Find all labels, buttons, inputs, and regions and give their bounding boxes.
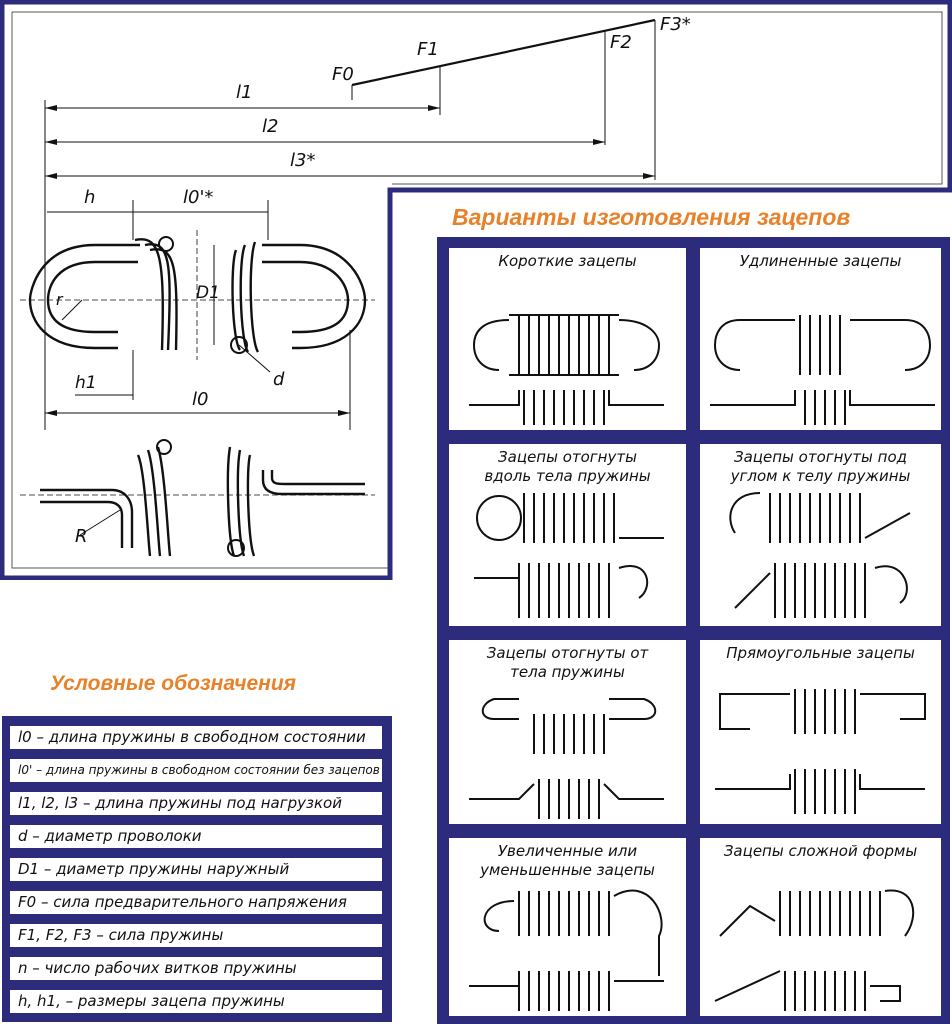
variant-label: Увеличенные или уменьшенные зацепы <box>480 842 655 879</box>
variant-label: Зацепы сложной формы <box>723 842 918 860</box>
variant-long-hooks: Удлиненные зацепы <box>696 244 945 434</box>
force-label-f1: F1 <box>417 39 439 60</box>
variant-short-hooks-drawing <box>469 314 664 425</box>
legend-row-h: h, h1, – размеры зацепа пружины <box>8 988 384 1015</box>
force-label-f0: F0 <box>332 64 354 85</box>
dim-d1: D1 <box>196 283 220 303</box>
variant-label: Короткие зацепы <box>498 252 637 270</box>
legend-row-F0: F0 – сила предварительного напряжения <box>8 889 384 916</box>
variant-along-body-drawing <box>474 493 664 618</box>
variant-label: Прямоугольные зацепы <box>726 644 915 662</box>
legend-row-D1: D1 – диаметр пружины наружный <box>8 856 384 883</box>
dim-h1: h1 <box>75 373 97 393</box>
variant-label: Зацепы отогнуты под углом к телу пружины <box>730 448 911 485</box>
legend-row-d: d – диаметр проволоки <box>8 823 384 850</box>
variant-label: Зацепы отогнуты вдоль тела пружины <box>484 448 651 485</box>
length-label-l2: l2 <box>262 116 278 137</box>
variant-label: Удлиненные зацепы <box>739 252 902 270</box>
legend-row-l0: l0 – длина пружины в свободном состоянии <box>8 724 384 751</box>
variant-hooks-along-body: Зацепы отогнуты вдоль тела пружины <box>445 440 690 630</box>
dim-l0: l0 <box>192 389 208 410</box>
variant-enlarged-reduced-hooks: Увеличенные или уменьшенные зацепы <box>445 834 690 1020</box>
legend-title: Условные обозначения <box>50 672 297 695</box>
spring-drawing: F0 F1 F2 F3* l1 l2 l3* h l0'* <box>0 0 952 580</box>
variant-label: Зацепы отогнуты от тела пружины <box>486 644 649 681</box>
force-label-f2: F2 <box>610 32 632 53</box>
dim-d: d <box>273 369 285 390</box>
variant-angled-drawing <box>729 492 911 618</box>
dim-r: r <box>56 290 64 309</box>
dim-R: R <box>75 526 88 547</box>
variants-title: Варианты изготовления зацепов <box>452 204 851 230</box>
main-drawing-frame: F0 F1 F2 F3* l1 l2 l3* h l0'* <box>0 0 952 580</box>
length-label-l1: l1 <box>236 82 252 103</box>
dim-l0-prime: l0'* <box>183 187 213 208</box>
legend-row-l-loaded: l1, l2, l3 – длина пружины под нагрузкой <box>8 790 384 817</box>
variant-enlarged-drawing <box>469 889 664 1011</box>
dim-h: h <box>84 187 95 208</box>
variant-long-hooks-drawing <box>710 315 935 425</box>
variant-hooks-away-from-body: Зацепы отогнуты от тела пружины <box>445 636 690 828</box>
variant-rectangular-hooks: Прямоугольные зацепы <box>696 636 945 828</box>
variant-rectangular-drawing <box>715 689 926 814</box>
variant-complex-hooks: Зацепы сложной формы <box>696 834 945 1020</box>
variant-short-hooks: Короткие зацепы <box>445 244 690 434</box>
legend-row-F: F1, F2, F3 – сила пружины <box>8 922 384 949</box>
legend-row-l0-prime: l0' – длина пружины в свободном состояни… <box>8 757 384 784</box>
length-label-l3: l3* <box>290 150 315 171</box>
force-label-f3: F3* <box>660 14 691 35</box>
variant-complex-drawing <box>714 889 915 1011</box>
legend-row-n: n – число рабочих витков пружины <box>8 955 384 982</box>
variant-hooks-angled: Зацепы отогнуты под углом к телу пружины <box>696 440 945 630</box>
variant-away-drawing <box>469 698 664 819</box>
